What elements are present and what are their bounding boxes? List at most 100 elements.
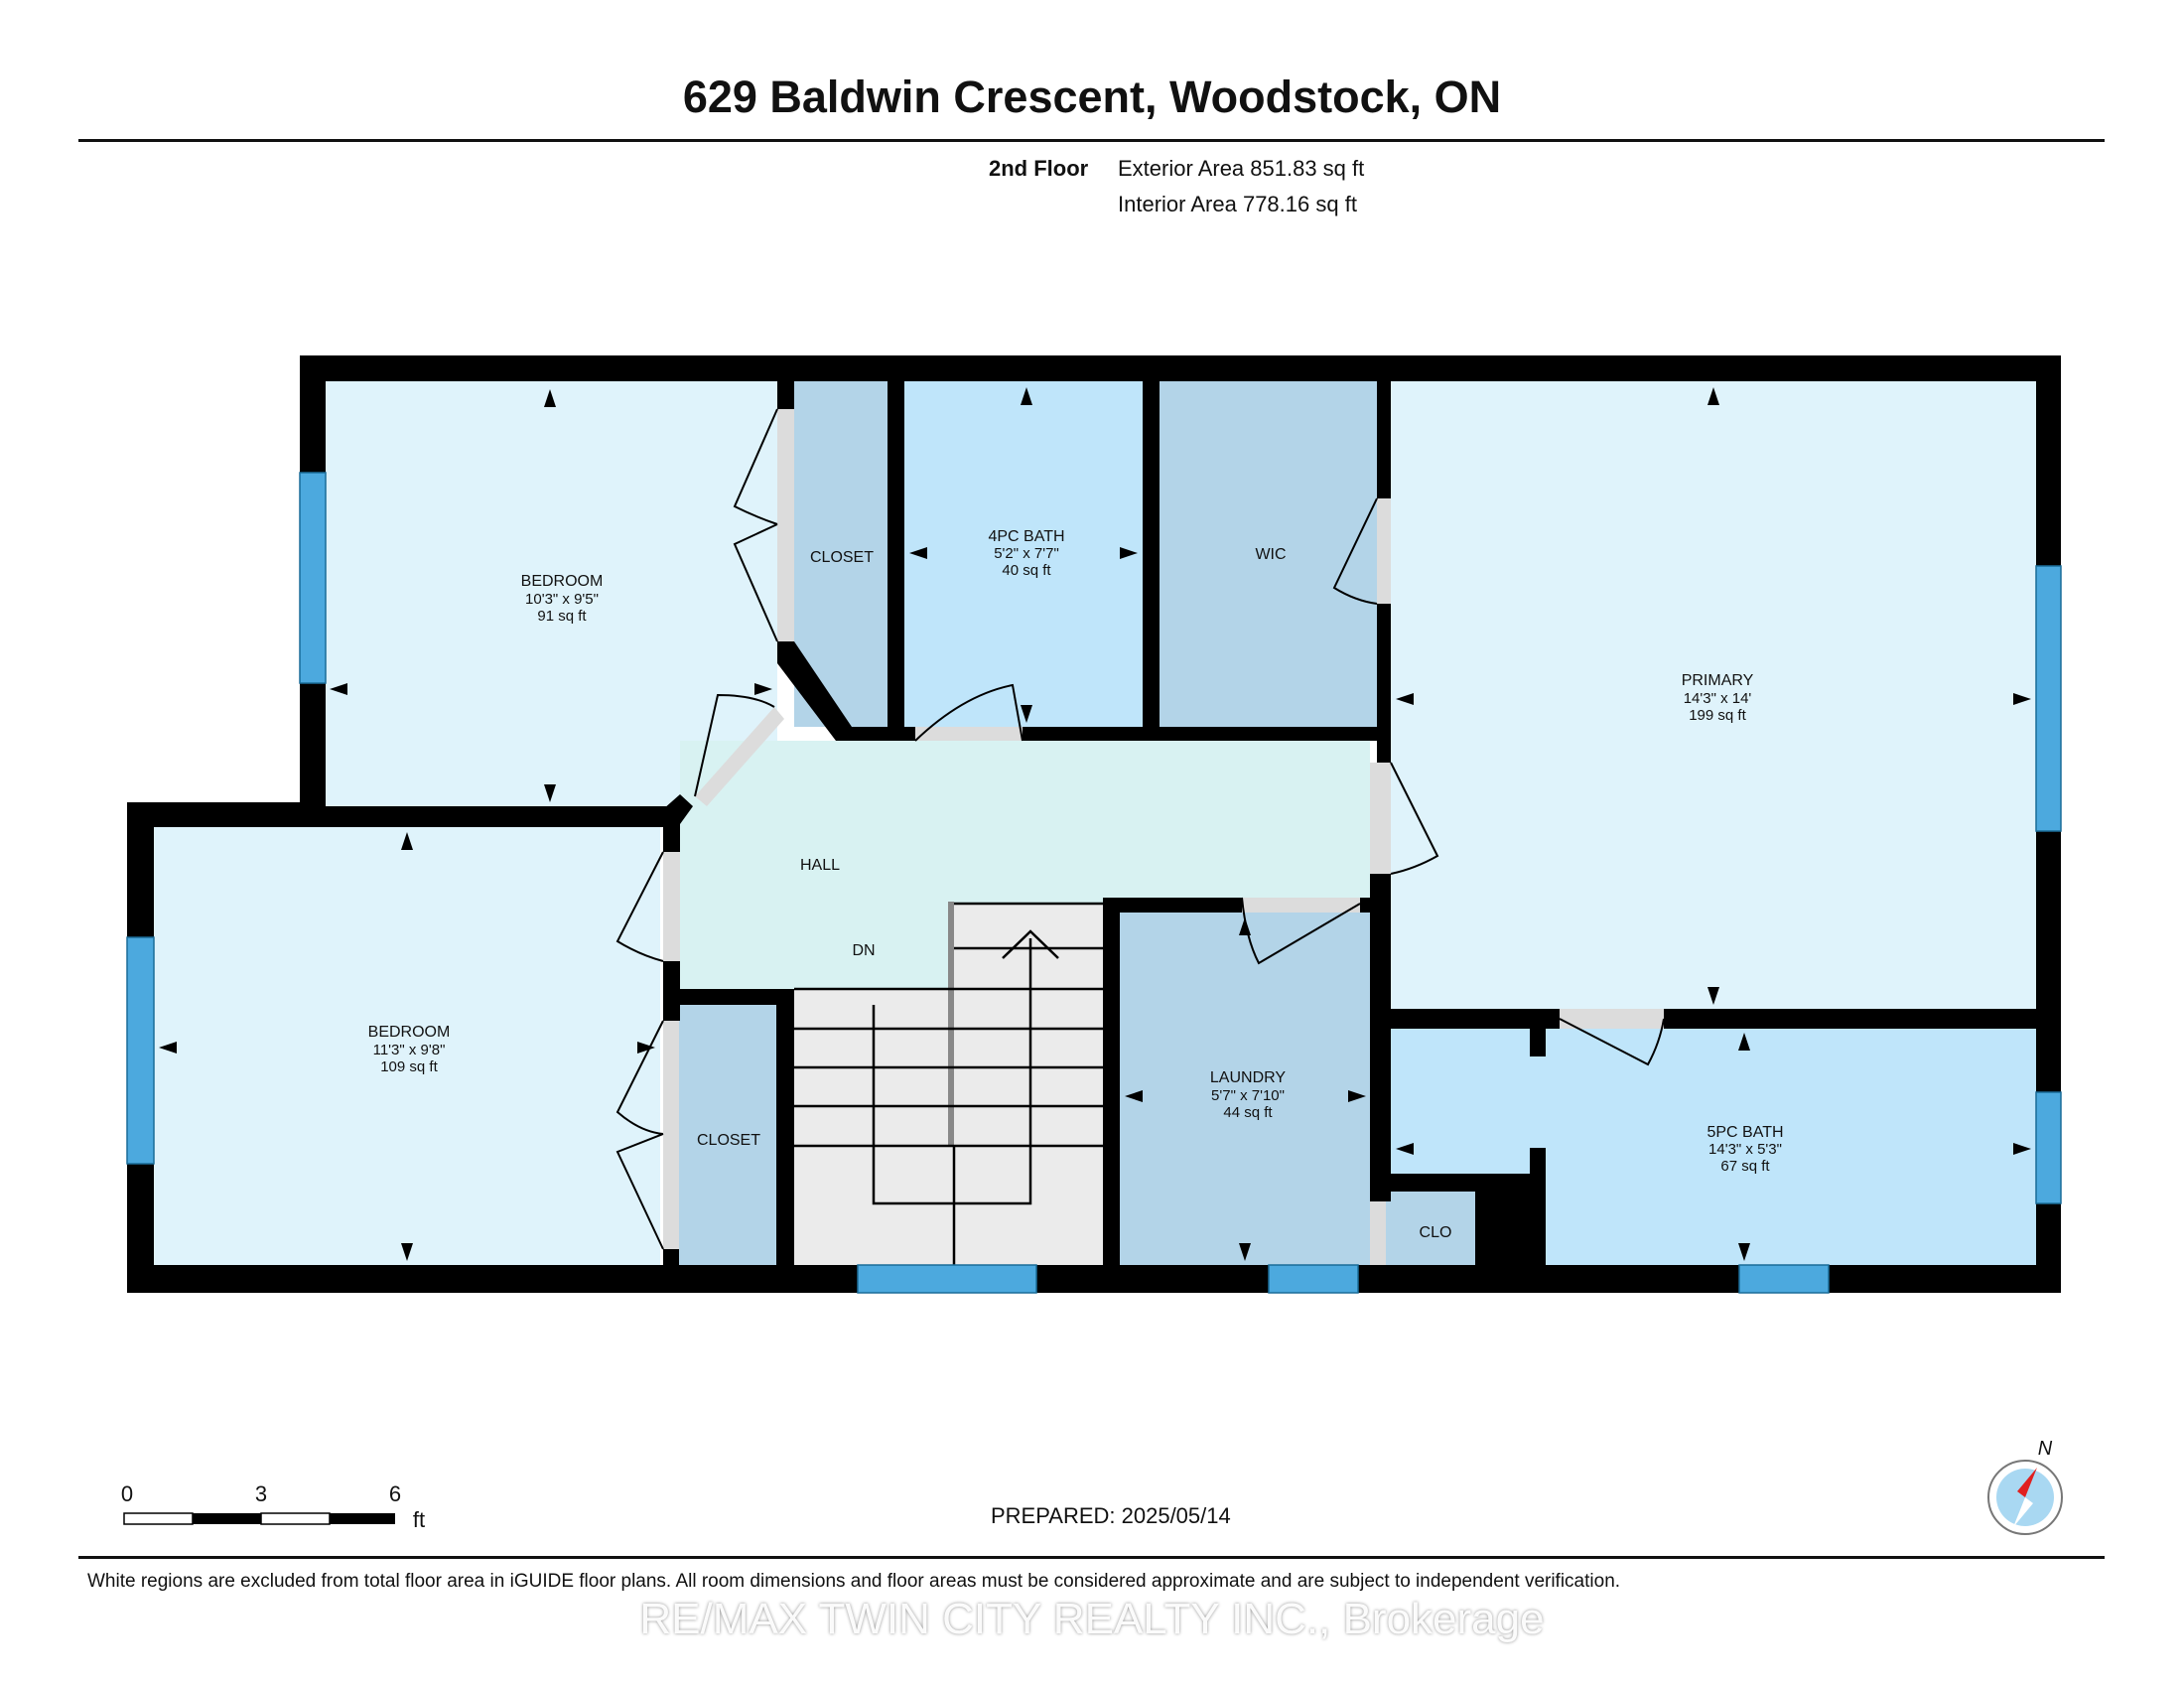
stairs-dn-label: DN	[852, 942, 875, 959]
wic-name: WIC	[1255, 546, 1286, 563]
door-swings	[615, 408, 1665, 1250]
dim-arrow	[1348, 1090, 1366, 1102]
dim-arrow	[544, 784, 556, 802]
laundry-name: LAUNDRY	[1210, 1069, 1287, 1086]
dim-arrow	[1239, 917, 1251, 935]
dim-arrow	[1396, 1143, 1414, 1155]
wall-closet-bottom-left	[663, 1249, 679, 1265]
wall-4pc-wic	[1143, 381, 1160, 727]
prepared-date: PREPARED: 2025/05/14	[991, 1503, 1231, 1528]
door-openings	[663, 409, 1664, 1265]
bedroom-bottom-area: 109 sq ft	[380, 1058, 438, 1075]
dim-arrow	[1707, 387, 1719, 405]
scale-bar: 0 3 6 ft	[121, 1481, 425, 1532]
stair-arrow-head	[1002, 929, 1059, 959]
wall-primary-bath	[1391, 1009, 1560, 1029]
window-primary	[2035, 565, 2062, 832]
windows	[126, 472, 2062, 1294]
stair-rail	[948, 902, 954, 1146]
door-swing	[733, 408, 778, 525]
door-swing	[694, 693, 775, 797]
interior-area-text: Interior Area 778.16 sq ft	[1118, 192, 1357, 216]
door-gap	[915, 727, 1023, 741]
door-swing	[914, 683, 1024, 742]
compass-needle-south	[2013, 1497, 2033, 1527]
brokerage-watermark: RE/MAX TWIN CITY REALTY INC., Brokerage	[639, 1595, 1545, 1643]
door-swing	[1390, 762, 1439, 875]
scale-label-3: 3	[255, 1481, 267, 1506]
exterior-area-text: Exterior Area 851.83 sq ft	[1118, 156, 1365, 181]
compass-north-label: N	[2038, 1438, 2053, 1460]
primary-dims: 14'3" x 14'	[1684, 690, 1752, 707]
primary-area: 199 sq ft	[1689, 707, 1746, 724]
page-title: 629 Baldwin Crescent, Woodstock, ON	[682, 71, 1502, 122]
compass: N	[1987, 1438, 2063, 1535]
window-5pc-bath-bottom	[1738, 1264, 1830, 1294]
bath-5pc-dims: 14'3" x 5'3"	[1708, 1141, 1782, 1158]
door-swing	[1559, 1018, 1665, 1066]
hall-name: HALL	[800, 857, 840, 874]
dim-arrow	[1125, 1090, 1143, 1102]
dim-arrow	[401, 832, 413, 850]
door-gap	[777, 409, 794, 641]
dim-arrow	[1239, 1243, 1251, 1261]
dim-arrow	[1396, 693, 1414, 705]
stair-walk-line	[872, 938, 1032, 1205]
door-swing	[733, 523, 778, 642]
dim-arrow	[544, 389, 556, 407]
dim-arrow	[1738, 1033, 1750, 1051]
wall-outer-step	[127, 802, 326, 827]
door-swing	[1332, 497, 1378, 605]
dim-arrow	[1120, 547, 1138, 559]
dim-arrow	[330, 683, 347, 695]
clo-fill	[1386, 1192, 1475, 1265]
wall-hall-diagonal-lower	[663, 794, 693, 824]
footer-divider	[78, 1556, 2105, 1559]
walls	[127, 355, 2061, 1293]
bedroom-top-fill	[326, 381, 777, 806]
scale-segment	[193, 1513, 261, 1524]
wall-bath-notch-post	[1530, 1029, 1546, 1056]
door-gap	[1560, 1009, 1664, 1029]
bath-5pc-fill	[1391, 1029, 2036, 1265]
bath-5pc-area: 67 sq ft	[1720, 1158, 1770, 1175]
title-divider	[78, 139, 2105, 142]
wall-outer-top	[300, 355, 2061, 381]
door-gap	[695, 707, 784, 806]
dim-arrow	[1707, 987, 1719, 1005]
bedroom-top-dims: 10'3" x 9'5"	[525, 591, 599, 608]
scale-segment	[260, 1512, 331, 1525]
closet-top-name: CLOSET	[810, 549, 874, 566]
bath-4pc-area: 40 sq ft	[1002, 562, 1051, 579]
laundry-fill	[1120, 913, 1370, 1265]
bath-4pc-name: 4PC BATH	[988, 528, 1064, 545]
primary-name: PRIMARY	[1682, 672, 1754, 689]
wall-wic-primary-top	[1377, 381, 1391, 498]
floor-label: 2nd Floor	[989, 156, 1089, 181]
door-gap	[1370, 1201, 1386, 1265]
wall-wic-primary-mid	[1377, 604, 1391, 763]
door-gap	[663, 1021, 679, 1249]
scale-segment	[123, 1512, 194, 1525]
wall-hall-top-a	[852, 727, 915, 741]
clo-name: CLO	[1420, 1224, 1452, 1241]
bedroom-bottom-dims: 11'3" x 9'8"	[373, 1042, 446, 1058]
window-stairs	[857, 1264, 1037, 1294]
wall-clo-block	[1475, 1174, 1546, 1265]
staircase	[794, 902, 1103, 1265]
scale-segment	[330, 1513, 395, 1524]
laundry-dims: 5'7" x 7'10"	[1211, 1087, 1285, 1104]
bedroom-top-area: 91 sq ft	[537, 608, 587, 625]
scale-unit: ft	[413, 1507, 425, 1532]
door-gap	[1370, 763, 1391, 874]
stairs-upper-fill	[948, 904, 1104, 989]
wall-primary-bath-b	[1664, 1009, 2036, 1029]
compass-needle-north	[2017, 1468, 2037, 1497]
dim-arrow	[637, 1042, 655, 1054]
wall-hall-left-top	[663, 824, 680, 852]
door-swing	[615, 1133, 664, 1250]
wall-laundry-left	[1103, 898, 1120, 1265]
bedroom-bottom-name: BEDROOM	[368, 1024, 451, 1041]
window-bedroom-bottom	[126, 936, 155, 1165]
